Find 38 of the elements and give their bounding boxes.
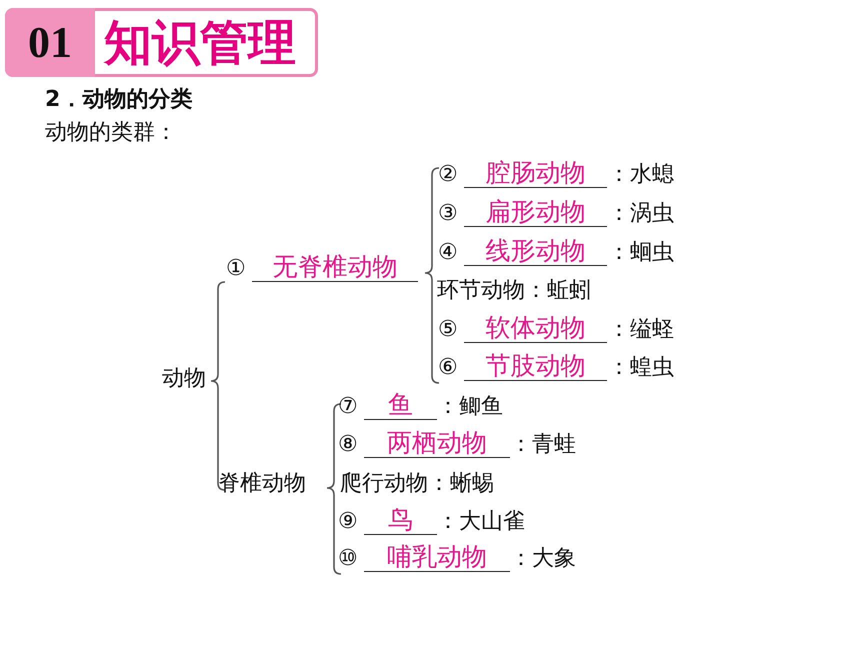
circled-number: ② bbox=[438, 163, 458, 188]
circled-number: ① bbox=[226, 257, 246, 282]
answer-text: 腔肠动物 bbox=[464, 159, 607, 188]
category-text: ：大山雀 bbox=[437, 510, 525, 534]
answer-text: 无脊椎动物 bbox=[252, 253, 418, 282]
category-text: ：青蛙 bbox=[510, 433, 576, 458]
category-text: ：涡虫 bbox=[608, 202, 674, 226]
circled-number: ⑤ bbox=[438, 318, 458, 342]
category-text: ：蝗虫 bbox=[608, 356, 674, 380]
circled-number: ⑩ bbox=[338, 547, 358, 572]
circled-number: ④ bbox=[438, 241, 458, 266]
intro-text: 动物的类群： bbox=[45, 121, 177, 146]
answer-text: 哺乳动物 bbox=[364, 543, 510, 572]
answer-text: 节肢动物 bbox=[464, 352, 607, 380]
category-text: 脊椎动物 bbox=[218, 472, 306, 496]
category-text: ：水螅 bbox=[608, 163, 674, 188]
answer-text: 鸟 bbox=[364, 506, 437, 534]
category-text: 动物 bbox=[162, 367, 206, 392]
category-text: 环节动物：蚯蚓 bbox=[437, 279, 591, 304]
category-text: ：蛔虫 bbox=[608, 241, 674, 266]
category-text: ：鲫鱼 bbox=[437, 395, 503, 420]
category-text: ：大象 bbox=[510, 547, 576, 572]
heading-banner bbox=[5, 8, 318, 77]
answer-text: 两栖动物 bbox=[364, 429, 510, 458]
circled-number: ⑦ bbox=[338, 395, 358, 420]
answer-text: 软体动物 bbox=[464, 314, 607, 342]
circled-number: ③ bbox=[438, 202, 458, 226]
subheading: 2．动物的分类 bbox=[45, 88, 192, 112]
category-text: 爬行动物：蜥蜴 bbox=[340, 472, 494, 496]
answer-text: 鱼 bbox=[364, 391, 437, 420]
circled-number: ⑥ bbox=[438, 356, 458, 380]
answer-text: 线形动物 bbox=[464, 237, 607, 266]
category-text: ：缢蛏 bbox=[608, 318, 674, 342]
section-number-badge: 01 bbox=[5, 8, 95, 77]
circled-number: ⑧ bbox=[338, 433, 358, 458]
answer-text: 扁形动物 bbox=[464, 198, 607, 226]
section-heading: 知识管理 bbox=[104, 15, 296, 71]
circled-number: ⑨ bbox=[338, 510, 358, 534]
